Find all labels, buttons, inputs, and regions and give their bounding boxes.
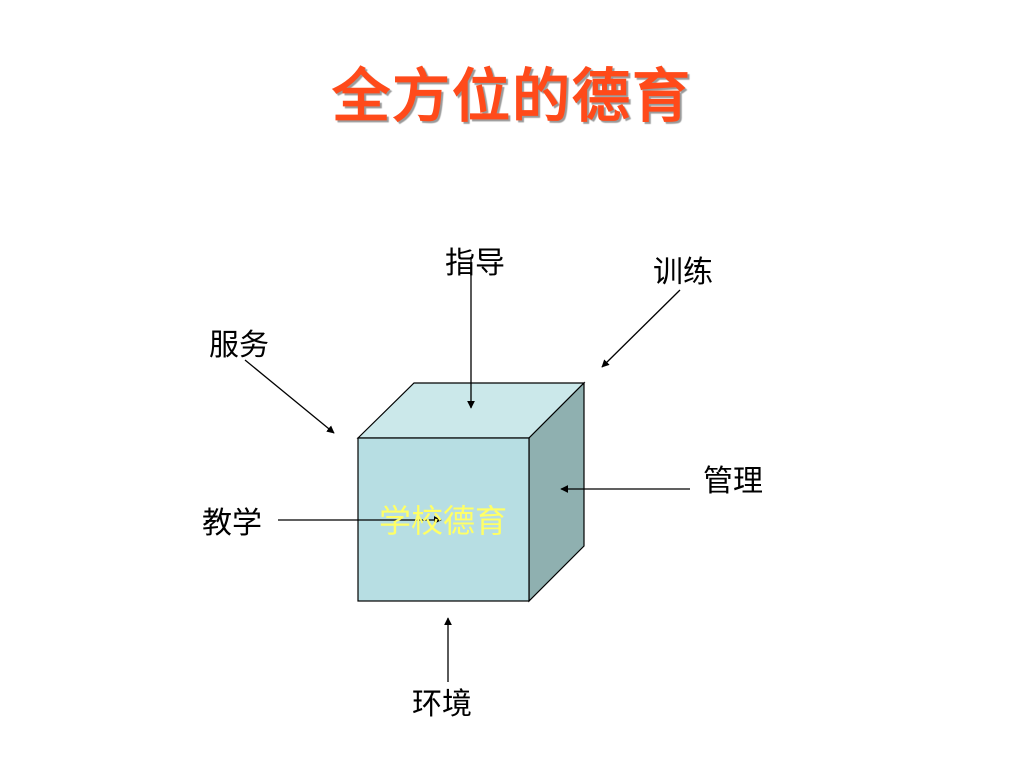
arrows bbox=[244, 257, 690, 682]
label-management: 管理 bbox=[703, 464, 763, 499]
page-title: 全方位的德育 bbox=[331, 62, 692, 130]
label-service: 服务 bbox=[209, 328, 269, 363]
label-guidance: 指导 bbox=[445, 246, 505, 281]
label-environment: 环境 bbox=[412, 687, 472, 722]
label-teaching: 教学 bbox=[202, 506, 262, 541]
cube bbox=[356, 381, 586, 603]
arrow-training bbox=[601, 289, 681, 368]
label-training: 训练 bbox=[653, 255, 713, 290]
center-label: 学校德育 bbox=[379, 502, 507, 540]
arrow-service bbox=[244, 359, 335, 434]
